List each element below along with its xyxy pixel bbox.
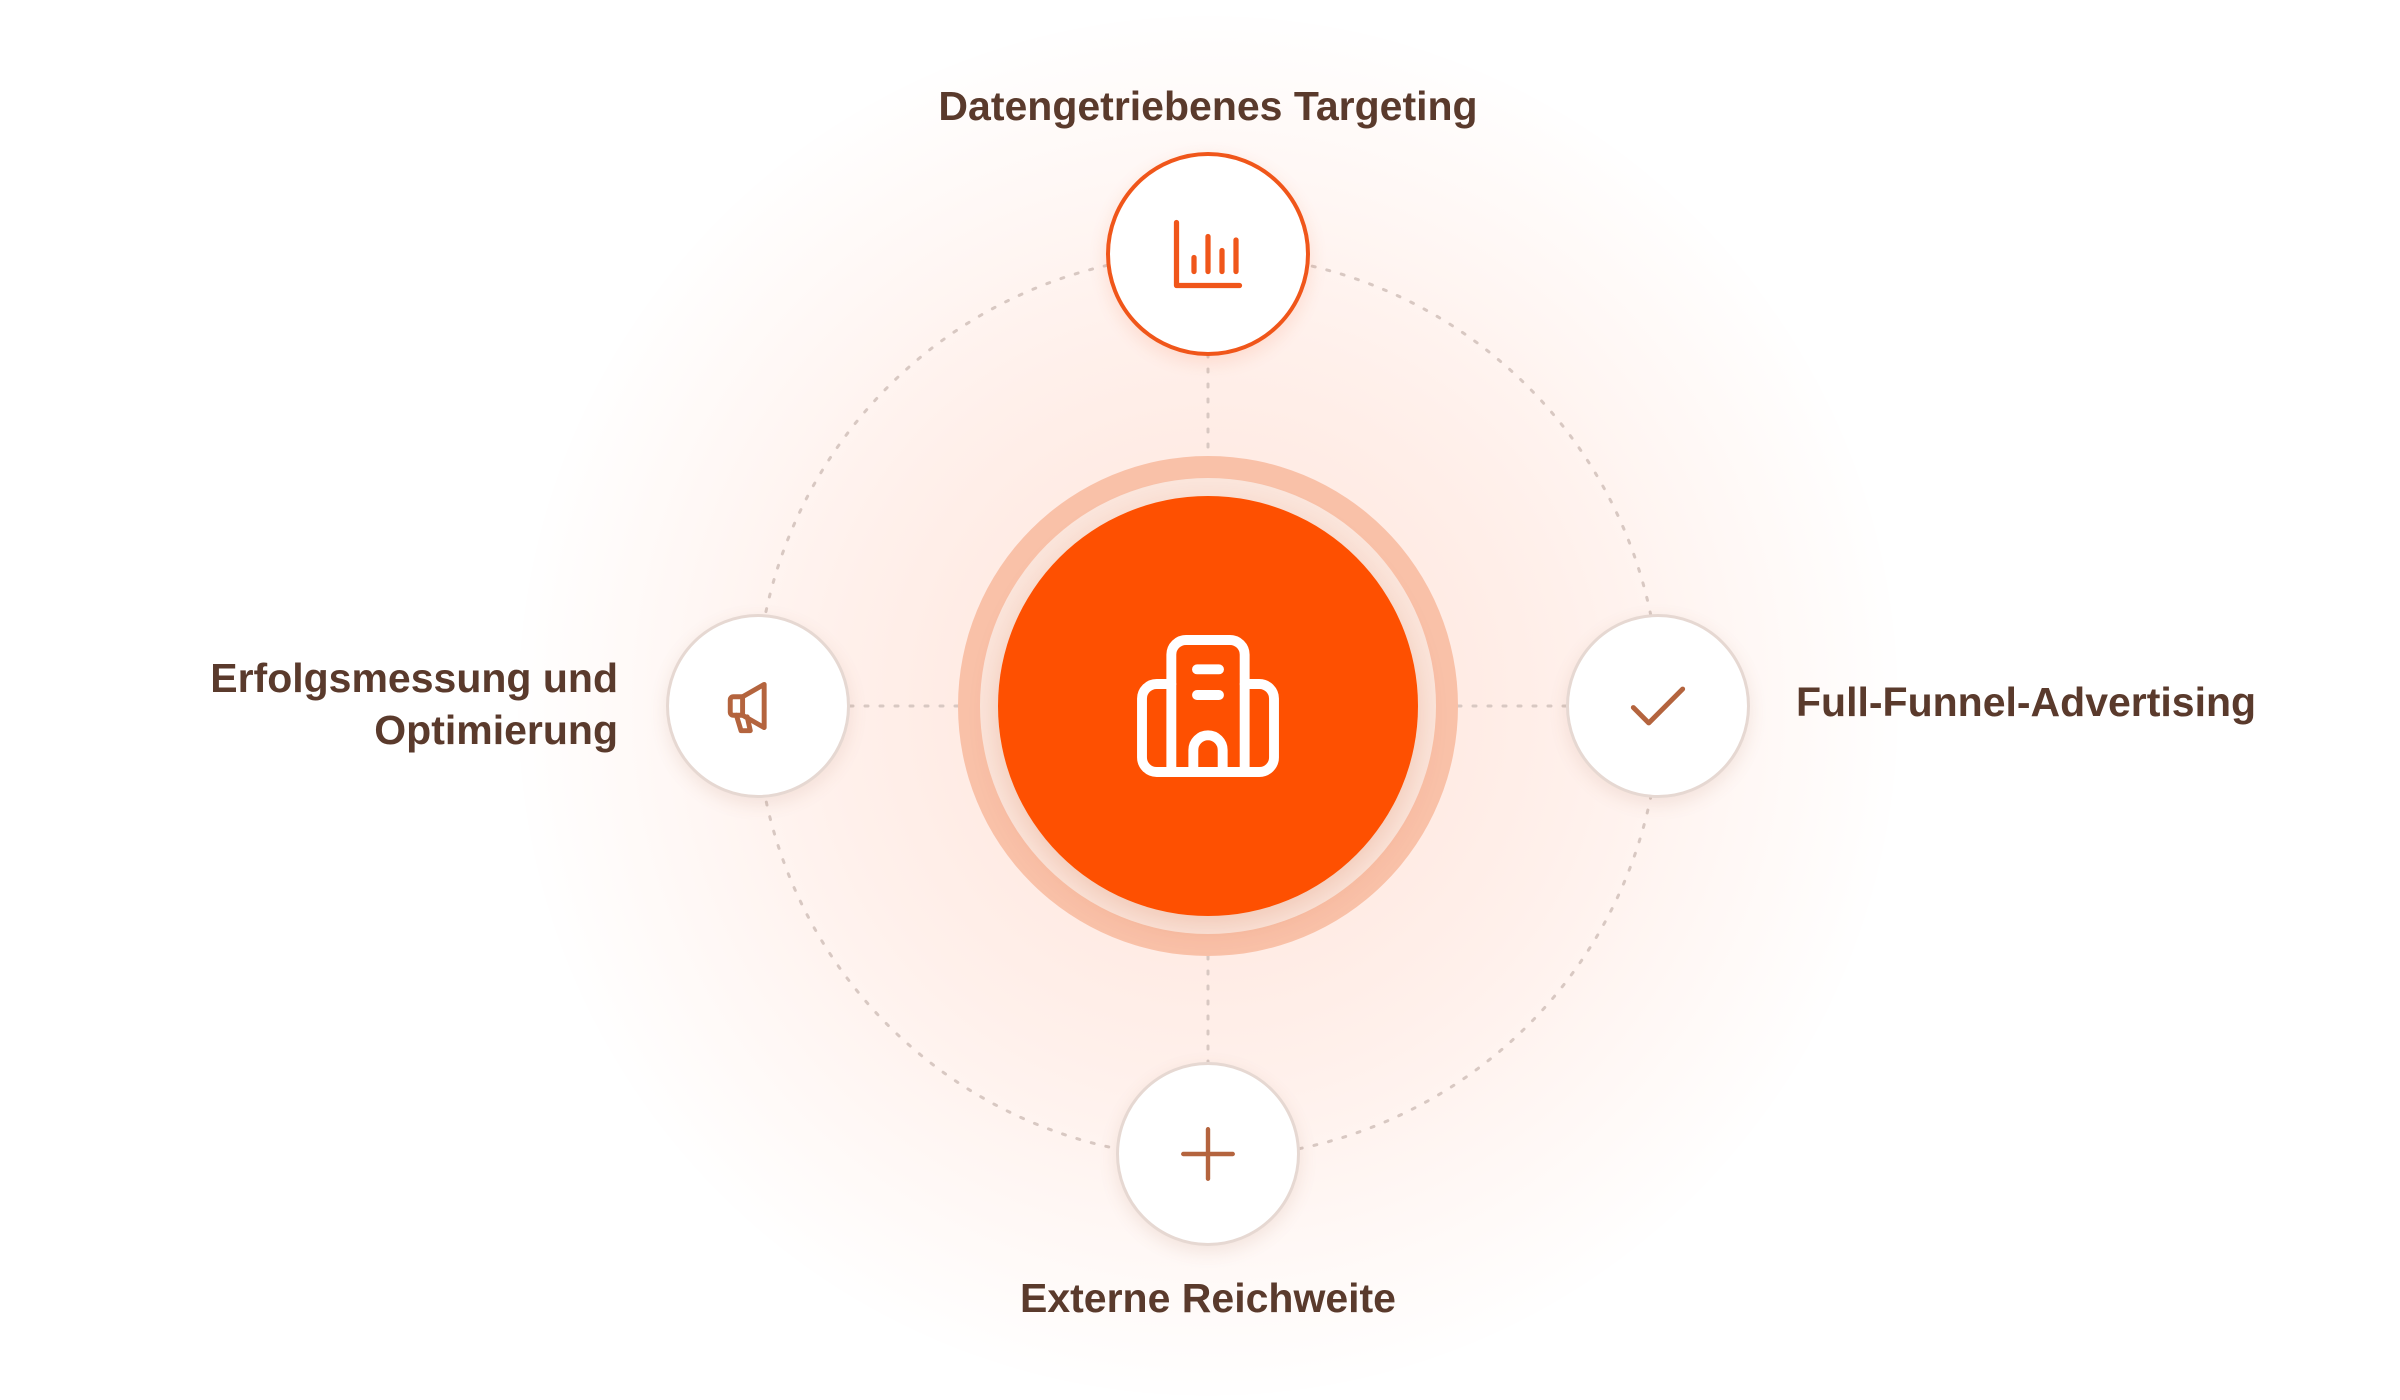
node-targeting[interactable] — [1106, 152, 1310, 356]
label-erfolgsmessung: Erfolgsmessung und Optimierung — [210, 652, 618, 756]
node-erfolgsmessung[interactable] — [666, 614, 850, 798]
label-targeting: Datengetriebenes Targeting — [938, 83, 1478, 129]
check-icon — [1630, 686, 1686, 726]
building-icon — [1137, 635, 1279, 777]
label-erfolgsmessung-line-1: Erfolgsmessung und — [210, 655, 618, 701]
label-erfolgsmessung-line-2: Optimierung — [374, 707, 618, 753]
center-hub[interactable] — [998, 496, 1418, 916]
plus-icon — [1181, 1127, 1235, 1181]
label-externe-reichweite: Externe Reichweite — [1020, 1275, 1396, 1321]
node-full-funnel[interactable] — [1566, 614, 1750, 798]
node-externe-reichweite[interactable] — [1116, 1062, 1300, 1246]
label-full-funnel: Full-Funnel-Advertising — [1796, 679, 2257, 725]
bar-chart-icon — [1173, 219, 1243, 289]
megaphone-icon — [727, 681, 767, 734]
